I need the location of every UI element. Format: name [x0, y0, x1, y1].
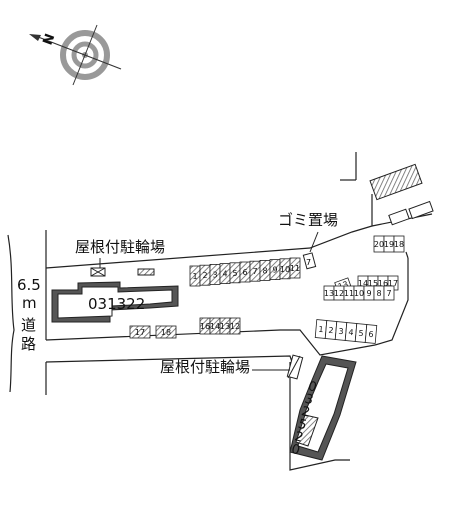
parking-stall-number: 13	[220, 322, 230, 331]
garbage-label: ゴミ置場	[278, 211, 339, 229]
bike-parking-icon	[90, 267, 155, 277]
parking-stall-number: 18	[161, 328, 171, 337]
parking-stall-number: 2	[202, 271, 207, 280]
parking-stall	[229, 317, 241, 335]
parking-stall-number: 1	[192, 272, 197, 281]
parking-stall-number: 4	[222, 270, 227, 279]
parking-stall	[289, 257, 301, 279]
parking-stall-number: 9	[272, 266, 277, 275]
parking-stall-number: 17	[388, 279, 398, 288]
parking-stall-number: 5	[232, 269, 237, 278]
parking-stall-number: 12	[334, 289, 344, 298]
parking-stall	[155, 325, 177, 339]
parking-stall	[129, 325, 151, 339]
parking-stall-number: 1	[318, 325, 324, 334]
parking-stall-number: 7	[252, 267, 257, 276]
parking-stall-number: 13	[337, 279, 350, 291]
parking-stall-number: 5	[358, 329, 364, 338]
parking-stall-number: 20	[374, 240, 384, 249]
parking-stall-number: 12	[230, 322, 240, 331]
parking-stall-number: 10	[354, 289, 364, 298]
parking-stall-number: 4	[348, 328, 354, 337]
parking-stall-number: 15	[368, 279, 378, 288]
parking-stall-number: 10	[280, 265, 290, 274]
parking-stall-number: 6	[242, 268, 247, 277]
svg-text:7: 7	[306, 258, 311, 267]
parking-stall-number: 14	[210, 322, 220, 331]
parking-stall-number: 16	[200, 322, 210, 331]
parking-stall-number: 11	[290, 264, 300, 273]
parking-stall-number: 2	[328, 326, 334, 335]
bike-parking-icon-2	[286, 354, 304, 380]
parking-stall-number: 3	[212, 270, 217, 279]
road-unit: m	[22, 294, 37, 312]
building-b	[289, 355, 357, 461]
roofed-parking-label-1: 屋根付駐輪場	[75, 238, 166, 256]
parking-stall	[364, 324, 378, 344]
parking-stall-number: 9	[366, 289, 371, 298]
roofed-parking-label-2: 屋根付駐輪場	[160, 358, 251, 376]
parking-stall-number: 16	[378, 279, 388, 288]
road	[7, 230, 47, 395]
stall-single: 7	[302, 252, 317, 270]
parking-stall-number: 18	[394, 240, 404, 249]
compass-icon	[29, 24, 122, 86]
parking-stall	[383, 285, 395, 301]
building-a	[51, 281, 179, 323]
shed-top-right	[369, 163, 434, 226]
parking-stall-number: 3	[338, 327, 344, 336]
parking-stall-number: 13	[324, 289, 334, 298]
parking-stall-number: 8	[262, 266, 267, 275]
parking-stall-number: 14	[358, 279, 368, 288]
parking-stall-number: 8	[376, 289, 381, 298]
road-name: 道路	[21, 316, 37, 353]
parking-stall-number: 7	[386, 289, 391, 298]
parking-stall-number: 19	[384, 240, 394, 249]
parking-stall	[393, 235, 405, 253]
parking-stall-number: 11	[344, 289, 354, 298]
leader-lines	[99, 231, 319, 371]
building-a-label: 031322	[88, 295, 146, 313]
road-width: 6.5	[17, 276, 41, 294]
parking-stall-number: 17	[135, 328, 145, 337]
parking-stall-number: 6	[368, 330, 374, 339]
